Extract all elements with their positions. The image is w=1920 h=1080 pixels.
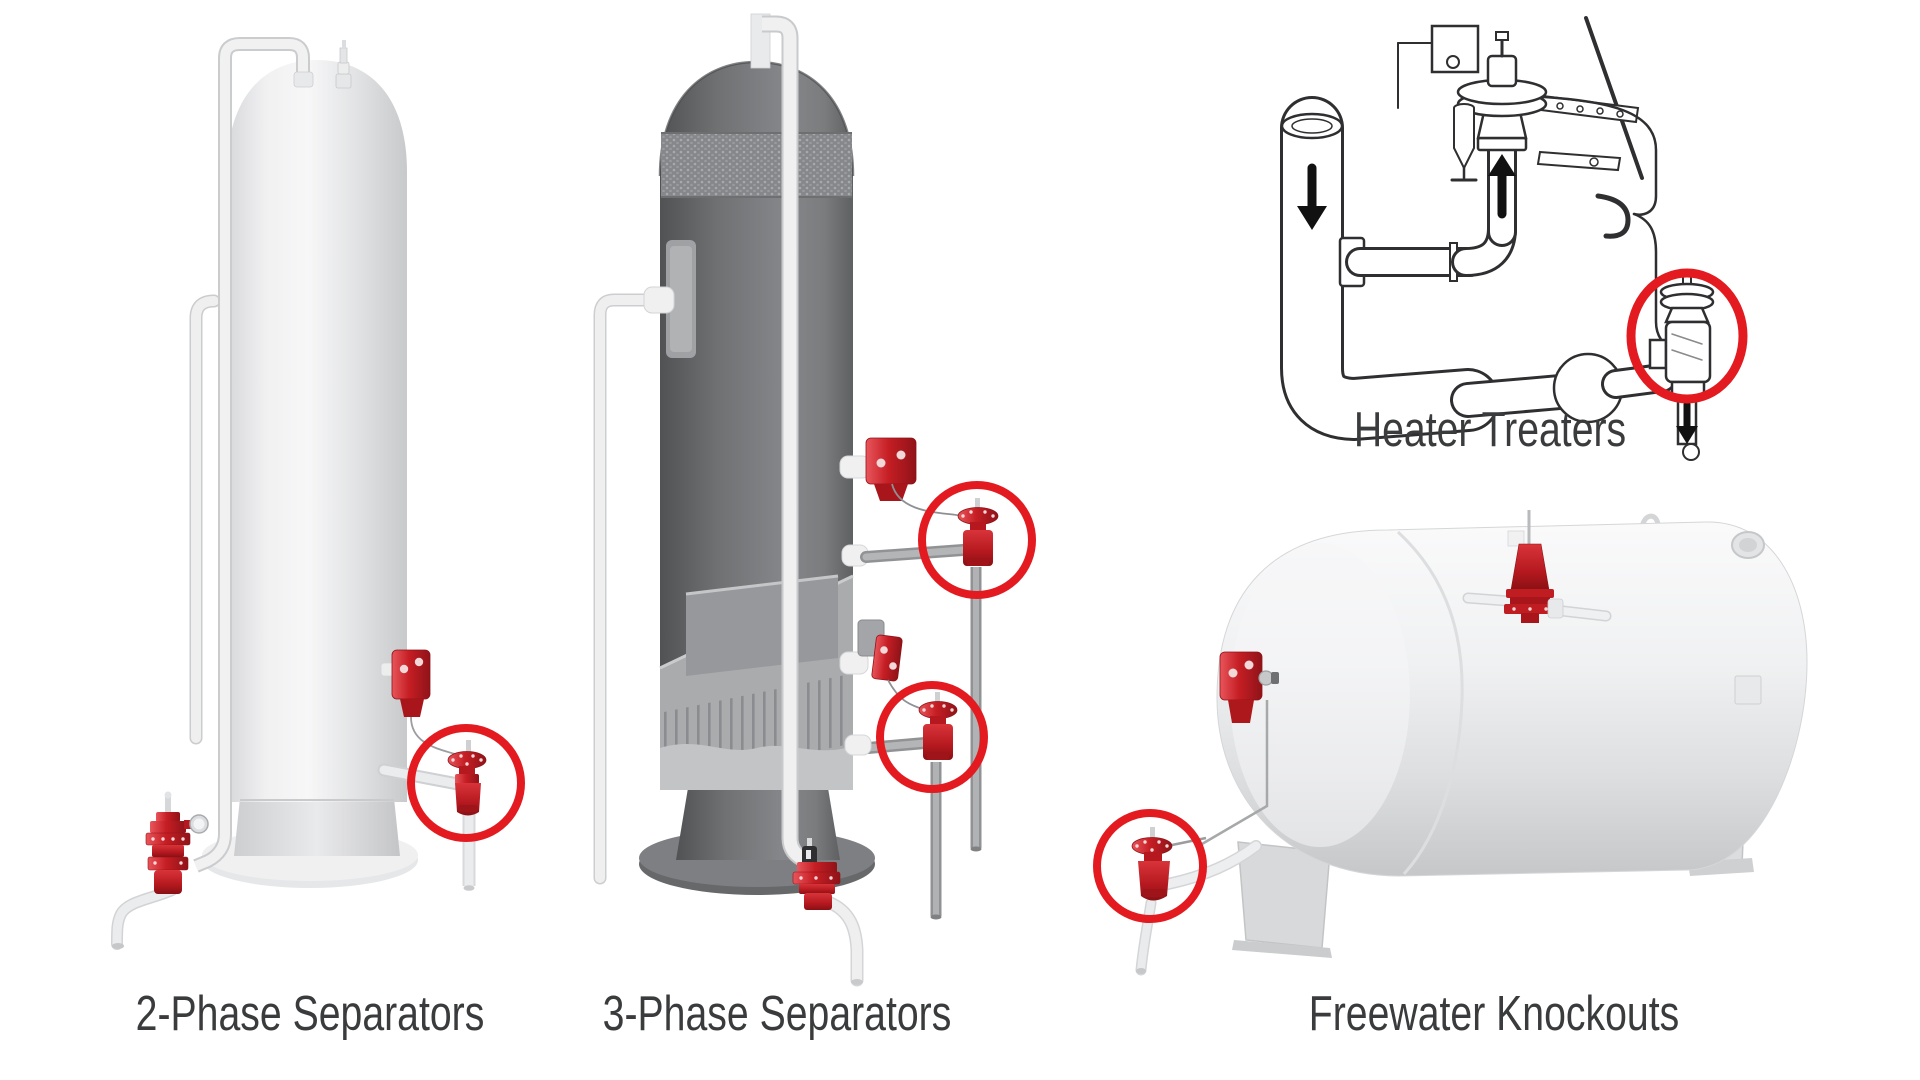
water-dump-valve (918, 692, 958, 760)
relief-valve-fitting (335, 40, 352, 89)
highlight-circle (1093, 809, 1207, 923)
bottom-dump-valve (792, 838, 864, 987)
vertical-tank-body (227, 60, 407, 802)
head-seam (1396, 530, 1464, 876)
dump-valve (1131, 827, 1207, 976)
freewater-knockouts-label: Freewater Knockouts (1308, 987, 1680, 1041)
side-plate (1734, 675, 1762, 705)
liquid-surface (660, 744, 853, 790)
pressure-gauge (184, 814, 209, 834)
controller-sensing-line (891, 483, 963, 517)
liquid-level-controller (1219, 651, 1279, 723)
controller-rod (1201, 700, 1269, 846)
two-phase-separators-label: 2-Phase Separators (135, 987, 485, 1041)
tank-skirt (234, 798, 400, 856)
inlet-pipe (593, 293, 655, 885)
lower-level-controller (839, 619, 903, 682)
liquid-level-controller (380, 649, 431, 717)
inspection-door (666, 240, 696, 358)
back-pressure-valve (111, 791, 209, 950)
three-phase-separator-illustration (593, 13, 1036, 987)
mesh-band (661, 132, 852, 198)
freewater-knockout-illustration (1093, 510, 1808, 976)
dump-valve (447, 740, 487, 891)
pilot-control-line (1526, 94, 1658, 216)
cutaway-interior (659, 574, 854, 790)
down-arrow-icon (1297, 163, 1327, 230)
support-rod (1584, 16, 1644, 180)
highlight-circle (918, 481, 1036, 599)
weir-plate (686, 576, 838, 676)
heater-dump-valve (1648, 273, 1715, 461)
up-arrow-icon (1488, 154, 1516, 219)
down-arrow-icon (1676, 400, 1698, 444)
two-phase-separator-illustration (111, 37, 525, 950)
three-phase-separators-label: 3-Phase Separators (602, 987, 952, 1041)
highlight-circle (1626, 268, 1748, 404)
highlight-circle (407, 724, 525, 842)
heater-treater-illustration (1280, 16, 1748, 461)
drip-pot (1450, 103, 1478, 182)
pilot-box (1430, 24, 1480, 74)
gas-pressure-regulator (1462, 510, 1612, 623)
tank-skirt (676, 788, 840, 860)
highlight-circle (876, 681, 988, 793)
heater-treaters-label: Heater Treaters (1353, 403, 1627, 457)
diaphragm-regulator (1456, 31, 1548, 118)
oil-dump-valve (957, 498, 999, 566)
